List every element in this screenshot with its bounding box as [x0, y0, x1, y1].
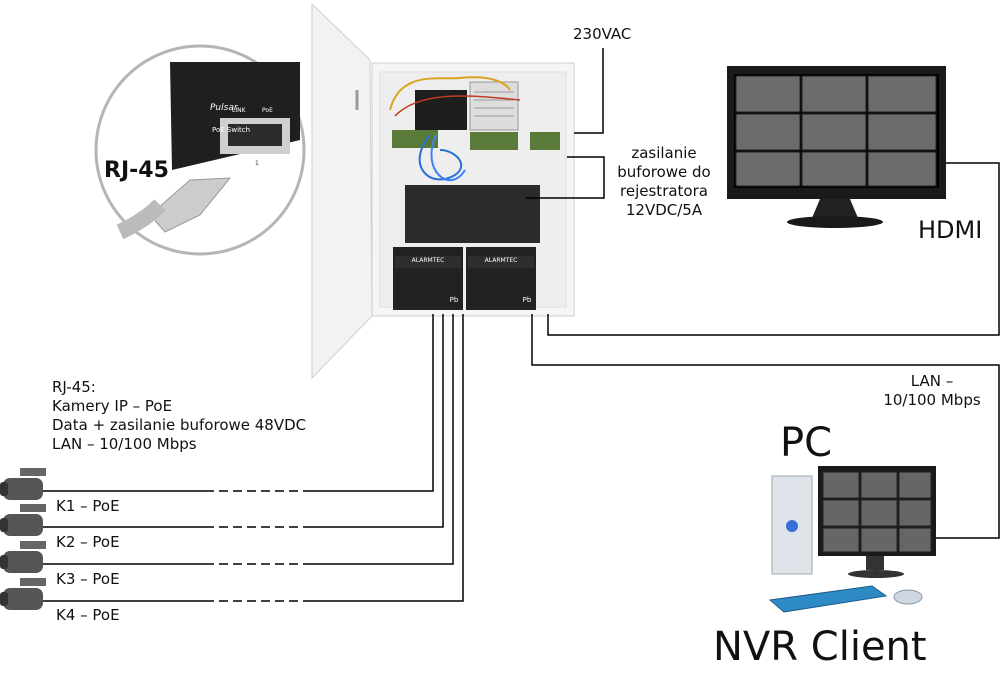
- label-lan: LAN – 10/100 Mbps: [876, 372, 988, 410]
- battery-left-brand: ALARMTEC: [412, 257, 445, 264]
- buffer-line-2: buforowe do: [617, 163, 711, 181]
- camera-lines: [38, 314, 464, 602]
- switch-poe-label: PoE: [262, 107, 273, 114]
- line-hdmi: [547, 162, 1000, 336]
- battery-left-pb: Pb: [450, 296, 459, 304]
- rj45-desc-line-1: RJ-45:: [52, 378, 96, 396]
- lan-line-2: 10/100 Mbps: [883, 391, 981, 409]
- enclosure-cabinet: ALARMTEC ALARMTEC Pb Pb: [371, 62, 575, 317]
- lan-line-1: LAN –: [910, 372, 954, 390]
- rj45-desc-line-3: Data + zasilanie buforowe 48VDC: [52, 416, 307, 434]
- camera-k4-icon: [0, 578, 46, 610]
- label-hdmi: HDMI: [918, 216, 983, 244]
- enclosure-door: [311, 2, 373, 380]
- monitor-icon: [727, 66, 946, 228]
- switch-port-num: 1: [255, 160, 259, 167]
- rj45-desc-line-4: LAN – 10/100 Mbps: [52, 435, 197, 453]
- camera-k2-icon: [0, 504, 46, 536]
- label-pc: PC: [780, 420, 833, 466]
- line-230vac: [574, 48, 604, 134]
- label-camera-k4: K4 – PoE: [56, 606, 120, 624]
- line-lan: [531, 314, 1000, 539]
- camera-dashed-lines: [205, 490, 305, 602]
- buffer-line-1: zasilanie: [631, 144, 697, 162]
- label-230vac: 230VAC: [573, 25, 632, 43]
- battery-right-pb: Pb: [523, 296, 532, 304]
- label-rj45-callout: RJ-45: [104, 158, 169, 183]
- camera-k3-icon: [0, 541, 46, 573]
- label-camera-k1: K1 – PoE: [56, 497, 120, 515]
- label-camera-k2: K2 – PoE: [56, 533, 120, 551]
- buffer-line-4: 12VDC/5A: [625, 201, 703, 219]
- pc-icon: [768, 466, 936, 613]
- line-buffer-power: [526, 156, 605, 199]
- rj45-desc-line-2: Kamery IP – PoE: [52, 397, 173, 415]
- battery-right-brand: ALARMTEC: [485, 257, 518, 264]
- label-buffer-power: zasilanie buforowe do rejestratora 12VDC…: [608, 144, 720, 220]
- pcb-left: [392, 130, 438, 148]
- buffer-line-3: rejestratora: [620, 182, 708, 200]
- rj45-description: RJ-45: Kamery IP – PoE Data + zasilanie …: [52, 378, 306, 454]
- switch-brand: Pulsar: [210, 103, 239, 113]
- label-nvr-client: NVR Client: [713, 624, 927, 670]
- power-supply-box: [405, 185, 540, 243]
- switch-link-label: LINK: [232, 107, 247, 114]
- switch-model: PoE Switch: [212, 126, 250, 134]
- label-camera-k3: K3 – PoE: [56, 570, 120, 588]
- rj45-callout: Pulsar PoE Switch LINK PoE 1: [94, 44, 306, 256]
- camera-k1-icon: [0, 468, 46, 500]
